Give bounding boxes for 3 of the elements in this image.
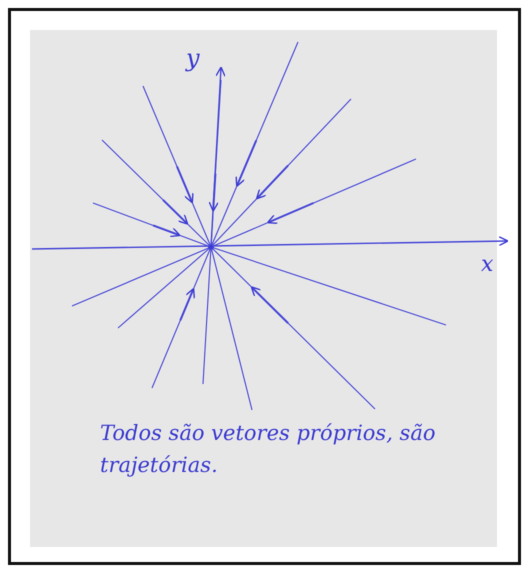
axis-label: x — [481, 252, 494, 277]
axis-label: y — [186, 44, 200, 72]
handwritten-note: Todos são vetores próprios, são trajetórias. — [100, 420, 436, 479]
